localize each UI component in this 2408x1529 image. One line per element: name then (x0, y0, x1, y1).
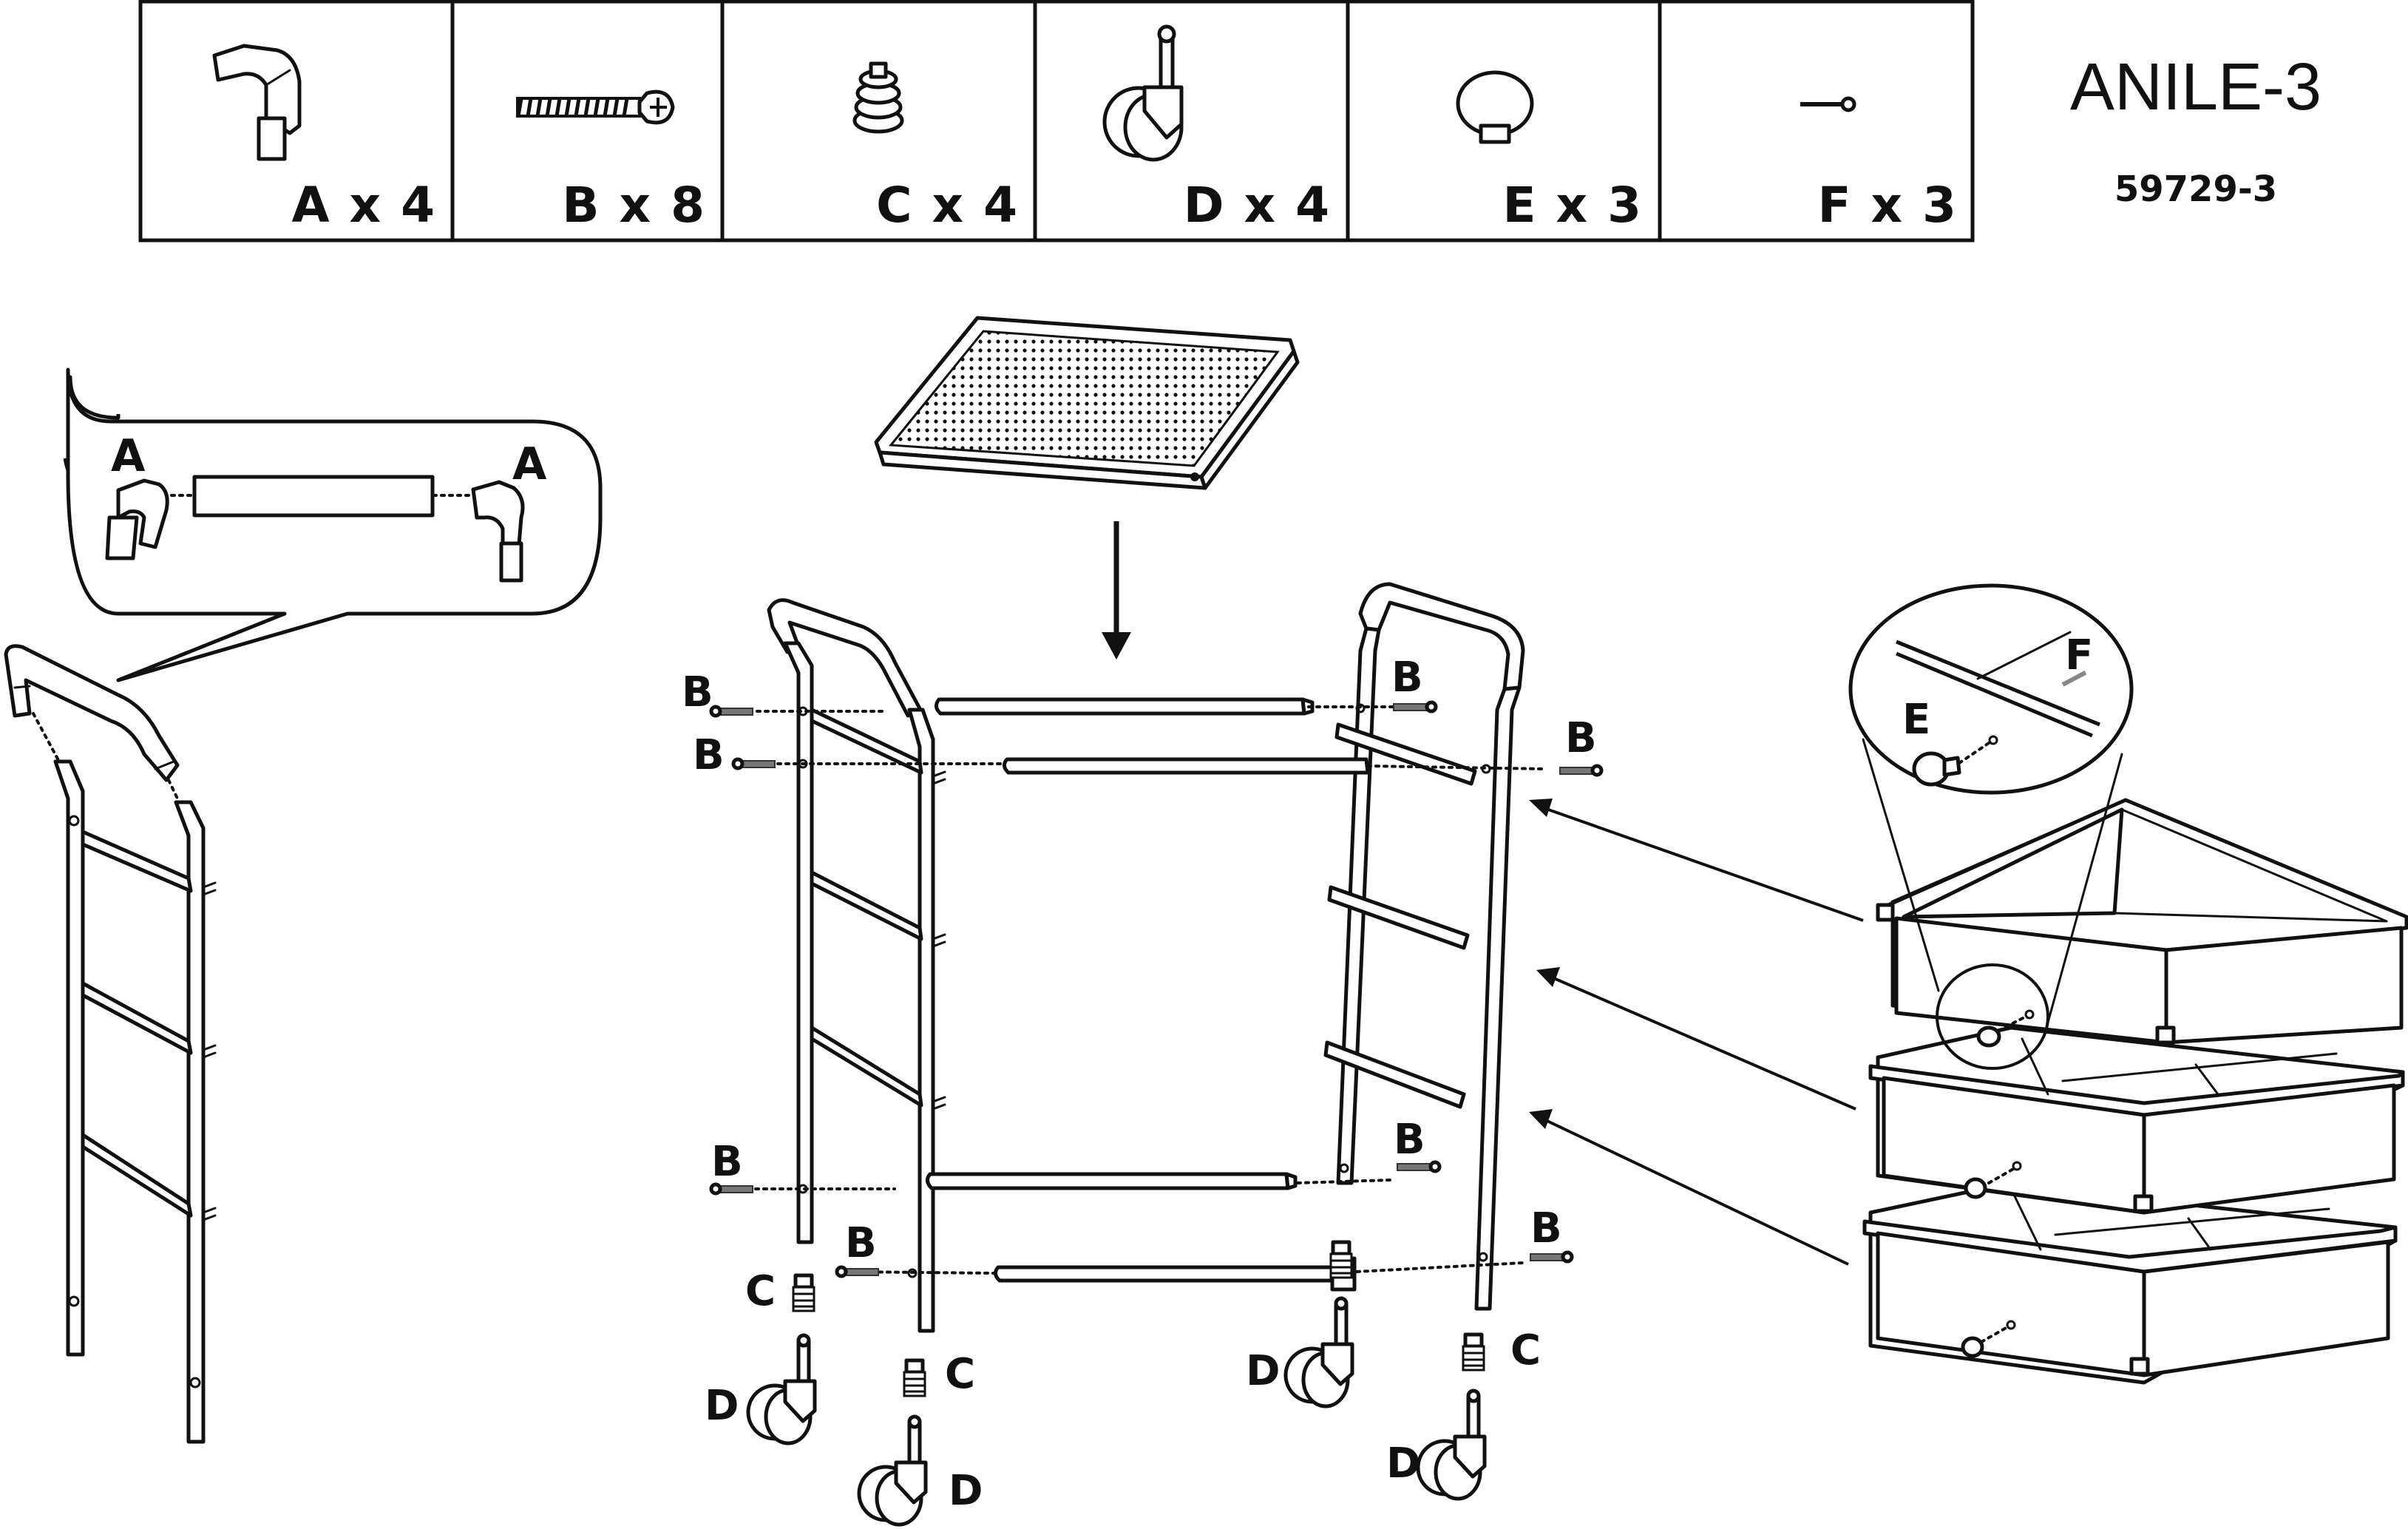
label-b: B (845, 1219, 877, 1267)
label-c: C (945, 1350, 975, 1398)
product-code: 59729-3 (2114, 169, 2277, 210)
product-name: ANILE-3 (2070, 50, 2321, 124)
screw-b (1559, 764, 1604, 777)
knob-detail-zoom (1848, 583, 2134, 795)
leveler-insert-icon (852, 61, 904, 134)
drawer-arrows (1529, 799, 1864, 1266)
label-a-left: A (111, 430, 146, 482)
screw-b (1530, 1250, 1574, 1264)
side-frame-left (4, 644, 217, 1444)
leveler-insert-c (792, 1273, 815, 1312)
label-b: B (1391, 654, 1423, 702)
caster-d (1283, 1296, 1354, 1408)
screw-b (1393, 700, 1438, 713)
part-count: D x 4 (1184, 177, 1331, 234)
part-count: C x 4 (876, 177, 1019, 234)
label-c: C (1510, 1326, 1541, 1374)
part-count: F x 3 (1817, 177, 1958, 234)
leveler-insert-c (1329, 1240, 1353, 1279)
caster-wheel-icon (1102, 24, 1184, 162)
part-count: B x 8 (562, 177, 706, 234)
label-d: D (1246, 1347, 1280, 1395)
arrow-down-icon (1102, 521, 1131, 660)
label-f: F (2065, 631, 2093, 679)
main-frame (709, 582, 1604, 1527)
leveler-insert-c (903, 1358, 926, 1397)
label-c: C (745, 1267, 776, 1315)
caster-d (1416, 1389, 1487, 1501)
caster-d (857, 1414, 928, 1527)
label-b: B (1565, 714, 1597, 762)
label-d: D (1386, 1440, 1420, 1488)
part-count: A x 4 (291, 177, 436, 234)
top-tray (874, 316, 1300, 490)
screw-b (709, 705, 753, 718)
label-d: D (705, 1382, 739, 1430)
label-b: B (1394, 1116, 1425, 1164)
small-screw-icon (1800, 96, 1856, 112)
screw-b (731, 757, 776, 770)
connector-detail-bubble (63, 367, 603, 682)
label-b: B (1530, 1204, 1562, 1252)
knob-icon (1456, 70, 1534, 144)
caster-d (746, 1333, 817, 1445)
screw-icon (516, 89, 675, 125)
part-count: E x 3 (1502, 177, 1643, 234)
leveler-insert-c (1462, 1332, 1485, 1372)
label-b: B (693, 731, 725, 779)
label-a-right: A (512, 438, 547, 490)
screw-b (1397, 1160, 1442, 1173)
screw-b (835, 1265, 879, 1278)
screw-b (709, 1182, 753, 1196)
label-d: D (949, 1467, 983, 1515)
label-b: B (711, 1138, 743, 1186)
corner-connector-icon (212, 44, 302, 161)
label-b: B (682, 668, 713, 716)
parts-table: A x 4 B x 8 C x 4 D x 4 E x 3 F x 3 (138, 0, 1975, 243)
label-e: E (1902, 696, 1930, 744)
drawer-stack (1862, 798, 2408, 1385)
